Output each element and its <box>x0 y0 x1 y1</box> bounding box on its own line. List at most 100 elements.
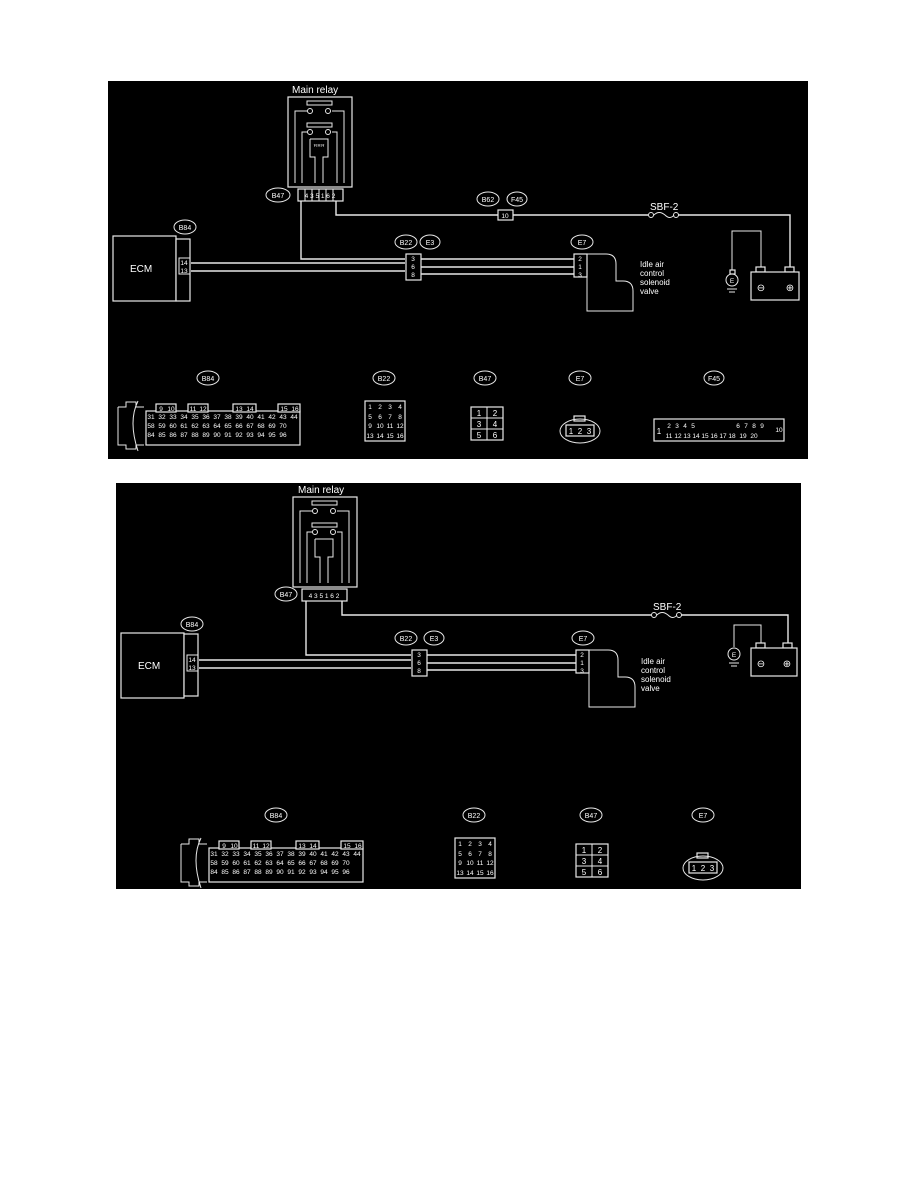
e7-pinout-tag: E7 <box>576 376 585 383</box>
svg-text:16: 16 <box>486 870 494 877</box>
relay-to-b22-wire <box>305 601 411 656</box>
svg-text:41: 41 <box>257 414 265 421</box>
svg-text:6: 6 <box>493 431 498 440</box>
svg-text:88: 88 <box>254 869 262 876</box>
b47-connector <box>297 188 344 202</box>
svg-text:16: 16 <box>710 433 718 440</box>
svg-text:11: 11 <box>666 433 673 440</box>
b22-pin: 6 <box>411 264 415 271</box>
main-relay-body <box>292 496 358 588</box>
svg-text:61: 61 <box>243 860 251 867</box>
generator-symbol: E <box>730 278 735 285</box>
svg-text:7: 7 <box>744 423 748 430</box>
ecm-body <box>112 235 177 302</box>
b84-pin: 14 <box>246 406 254 413</box>
e7-tag <box>570 234 594 250</box>
svg-text:9: 9 <box>368 423 372 430</box>
svg-text:3: 3 <box>582 857 587 866</box>
svg-text:13: 13 <box>366 433 374 440</box>
svg-text:35: 35 <box>191 414 199 421</box>
e3-tag-label: E3 <box>430 636 439 643</box>
svg-text:90: 90 <box>213 432 221 439</box>
b84-wire-harness-icon <box>195 837 202 889</box>
relay-internal-wiring <box>294 110 345 183</box>
f45-tag <box>506 191 528 207</box>
svg-text:69: 69 <box>331 860 339 867</box>
svg-text:33: 33 <box>232 851 240 858</box>
svg-text:14: 14 <box>466 870 474 877</box>
b22-pinout-tag: B22 <box>378 376 391 383</box>
b47-pin-labels: 4 3 5 1 6 2 <box>305 193 336 200</box>
ecm-pin-13: 13 <box>188 665 196 672</box>
f45-tag-label: F45 <box>511 197 523 204</box>
svg-text:36: 36 <box>265 851 273 858</box>
svg-text:36: 36 <box>202 414 210 421</box>
svg-text:90: 90 <box>276 869 284 876</box>
svg-text:1: 1 <box>368 404 372 411</box>
svg-text:38: 38 <box>287 851 295 858</box>
svg-text:3: 3 <box>580 668 584 675</box>
e7-pinout: E7 1 2 3 <box>682 807 724 881</box>
svg-text:9: 9 <box>760 423 764 430</box>
svg-text:11: 11 <box>253 843 260 850</box>
svg-text:19: 19 <box>739 433 747 440</box>
svg-text:8: 8 <box>488 851 492 858</box>
svg-text:58: 58 <box>210 860 218 867</box>
relay-to-battery-wire <box>335 201 791 287</box>
svg-text:13: 13 <box>298 843 306 850</box>
svg-text:59: 59 <box>158 423 166 430</box>
b84-tag-label: B84 <box>186 622 199 629</box>
svg-text:7: 7 <box>478 851 482 858</box>
b84-pin: 10 <box>167 406 175 413</box>
svg-text:5: 5 <box>582 868 587 877</box>
relay-to-b22-wire <box>300 201 405 260</box>
svg-text:93: 93 <box>246 432 254 439</box>
svg-text:40: 40 <box>246 414 254 421</box>
svg-text:9: 9 <box>222 843 226 850</box>
battery-negative-icon: ⊖ <box>757 659 765 670</box>
svg-text:31: 31 <box>210 851 218 858</box>
ecm-pin-13: 13 <box>180 268 188 275</box>
svg-text:15: 15 <box>343 843 351 850</box>
svg-text:70: 70 <box>342 860 350 867</box>
svg-text:5: 5 <box>368 414 372 421</box>
svg-text:7: 7 <box>388 414 392 421</box>
valve-body-outline <box>586 253 634 312</box>
svg-text:2: 2 <box>578 427 583 436</box>
fuse-icon <box>656 612 678 618</box>
svg-text:67: 67 <box>246 423 254 430</box>
coil-winding-icon: ꟸꟸꟸ <box>313 143 324 151</box>
b22-pin: 8 <box>411 272 415 279</box>
svg-text:94: 94 <box>320 869 328 876</box>
b22-e3-connector: 3 6 8 B22 E3 <box>394 234 441 281</box>
b47-tag-label: B47 <box>272 193 285 200</box>
svg-text:2: 2 <box>493 409 498 418</box>
svg-text:68: 68 <box>320 860 328 867</box>
main-relay-label: Main relay <box>298 485 344 496</box>
wiring-diagram-1: Main relay ꟸꟸꟸ 4 3 5 1 6 2 B47 ECM 14 13… <box>108 81 808 459</box>
b62-f45-connector: B62 F45 10 <box>476 191 528 221</box>
svg-text:1: 1 <box>582 846 587 855</box>
svg-text:1: 1 <box>477 409 482 418</box>
ground-icon <box>727 288 737 293</box>
b22-tag-label: B22 <box>400 636 413 643</box>
b22-to-e7-wires <box>427 654 576 671</box>
svg-text:3: 3 <box>388 404 392 411</box>
svg-text:12: 12 <box>396 423 404 430</box>
b47-pin-labels: 4 3 5 1 6 2 <box>309 593 340 600</box>
svg-text:12: 12 <box>674 433 682 440</box>
svg-text:20: 20 <box>750 433 758 440</box>
svg-text:86: 86 <box>232 869 240 876</box>
svg-text:15: 15 <box>476 870 484 877</box>
svg-text:65: 65 <box>287 860 295 867</box>
wiring-diagram-2: Main relay 4 3 5 1 6 2 B47 ECM 14 13 B84… <box>116 483 801 889</box>
svg-text:5: 5 <box>691 423 695 430</box>
svg-text:solenoid: solenoid <box>641 675 671 684</box>
ecm-wires <box>199 659 411 669</box>
svg-text:3: 3 <box>587 427 592 436</box>
